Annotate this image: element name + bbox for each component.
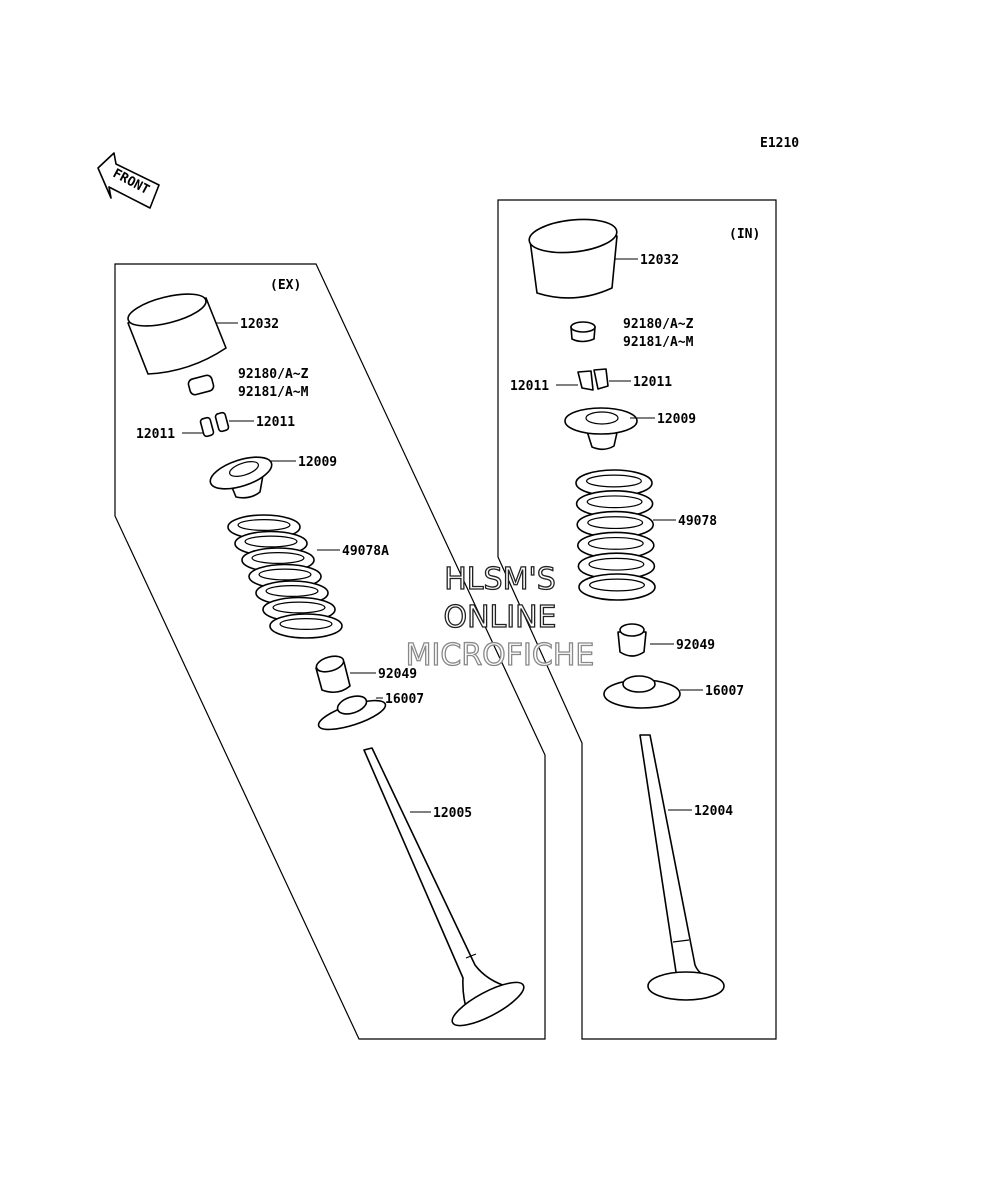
ex-cotter-right-label: 12011 xyxy=(256,415,295,430)
diagram-code: E1210 xyxy=(760,136,799,151)
front-arrow-icon: FRONT xyxy=(97,152,160,209)
spring-coil-inner xyxy=(265,584,319,597)
exhaust-panel: (EX) 12032 92180/A~Z 92181/A~M 12011 120… xyxy=(114,263,546,1040)
in-tappet xyxy=(528,218,618,299)
in-valve-label: 12004 xyxy=(694,804,733,819)
ex-cotter-left-label: 12011 xyxy=(136,427,175,442)
in-cotter-left-label: 12011 xyxy=(510,379,549,394)
ex-seat-label: 16007 xyxy=(385,692,424,707)
ex-tappet xyxy=(127,293,227,375)
ex-seal xyxy=(315,655,351,694)
in-valve xyxy=(639,734,725,1001)
ex-valve xyxy=(363,747,525,1027)
ex-shim-label-a: 92180/A~Z xyxy=(238,367,309,382)
ex-cotters xyxy=(199,411,230,438)
in-spring-label: 49078 xyxy=(678,514,717,529)
in-cotter-right-label: 12011 xyxy=(633,375,672,390)
intake-title: (IN) xyxy=(729,227,760,242)
watermark-line-3: MICROFICHE xyxy=(406,638,595,673)
in-retainer-label: 12009 xyxy=(657,412,696,427)
in-seal xyxy=(617,623,647,657)
ex-seat xyxy=(317,695,387,731)
in-shim-label-b: 92181/A~M xyxy=(623,335,694,350)
watermark-line-1: HLSM'S xyxy=(444,562,556,597)
in-tappet-label: 12032 xyxy=(640,253,679,268)
in-seal-label: 92049 xyxy=(676,638,715,653)
exhaust-panel-outline xyxy=(114,263,546,1040)
spring-coil-inner xyxy=(279,617,333,630)
spring-coil-inner xyxy=(587,536,644,550)
spring-coil-inner xyxy=(588,557,645,571)
watermark-line-2: ONLINE xyxy=(443,600,556,635)
exhaust-title: (EX) xyxy=(270,278,301,293)
ex-retainer-label: 12009 xyxy=(298,455,337,470)
spring-coil-inner xyxy=(258,568,312,581)
spring-coil-inner xyxy=(237,518,291,531)
spring-coil-inner xyxy=(244,535,298,548)
spring-coil-inner xyxy=(586,495,643,509)
in-seat xyxy=(603,675,681,709)
spring-coil-inner xyxy=(272,601,326,614)
ex-shim-label-b: 92181/A~M xyxy=(238,385,309,400)
ex-valve-label: 12005 xyxy=(433,806,472,821)
ex-spring xyxy=(227,514,343,639)
spring-coil-inner xyxy=(587,516,644,530)
in-spring xyxy=(575,469,656,601)
ex-shim xyxy=(187,374,215,396)
watermark: HLSM'S ONLINE MICROFICHE xyxy=(405,561,595,673)
intake-panel-outline xyxy=(497,199,777,1040)
spring-coil-inner xyxy=(589,578,645,592)
in-shim-label-a: 92180/A~Z xyxy=(623,317,694,332)
spring-coil-inner xyxy=(251,551,305,564)
in-cotters xyxy=(577,368,609,391)
in-retainer xyxy=(564,407,638,451)
ex-seal-label: 92049 xyxy=(378,667,417,682)
ex-spring-label: 49078A xyxy=(342,544,389,559)
intake-panel: (IN) 12032 92180/A~Z 92181/A~M 12011 120… xyxy=(497,199,777,1040)
ex-tappet-label: 12032 xyxy=(240,317,279,332)
ex-retainer xyxy=(209,456,273,499)
spring-coil-inner xyxy=(586,474,642,488)
in-shim xyxy=(570,321,596,343)
in-seat-label: 16007 xyxy=(705,684,744,699)
